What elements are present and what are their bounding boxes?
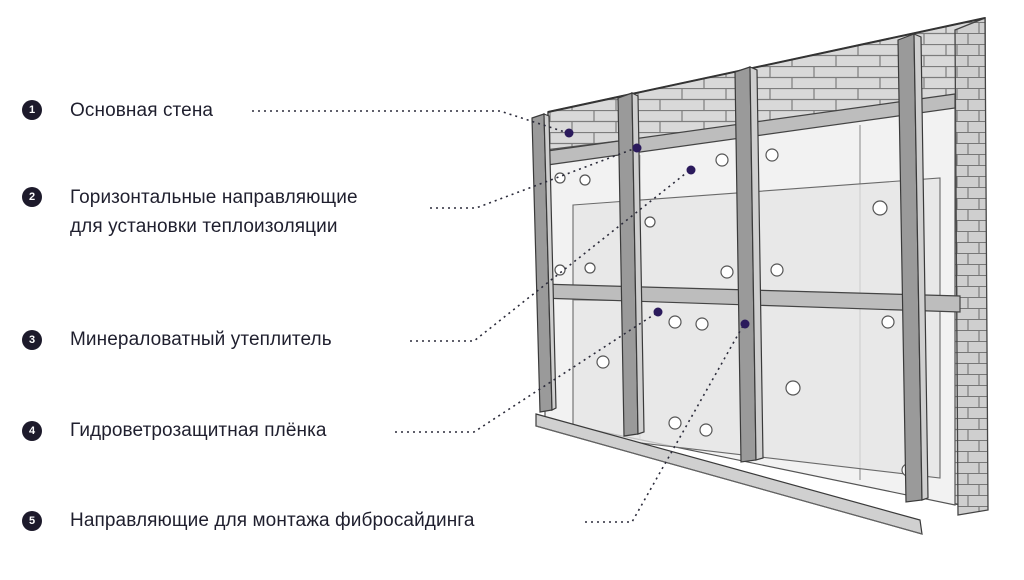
callout-badge-2: 2 (22, 187, 42, 207)
callout-label-1: Основная стена (70, 96, 213, 125)
leader-dot-5 (740, 319, 750, 329)
leader-line-5 (585, 323, 745, 523)
leader-line-1 (252, 110, 569, 134)
callout-badge-5: 5 (22, 511, 42, 531)
callout-badge-4: 4 (22, 421, 42, 441)
callout-label-4-line-1: Гидроветрозащитная плёнка (70, 420, 327, 441)
bottom-starter-strip (535, 413, 923, 535)
callout-label-4: Гидроветрозащитная плёнка (70, 416, 327, 445)
callout-badge-1: 1 (22, 100, 42, 120)
callout-badge-3: 3 (22, 330, 42, 350)
leader-dot-3 (686, 165, 696, 175)
callout-label-2: Горизонтальные направляющие для установк… (70, 183, 358, 242)
leader-dot-1 (564, 128, 574, 138)
callout-label-2-line-2: для установки теплоизоляции (70, 216, 338, 238)
callout-label-2-line-1: Горизонтальные направляющие (70, 187, 358, 208)
leader-endpoints (564, 128, 750, 329)
leader-line-4 (395, 311, 659, 433)
callout-label-5-line-1: Направляющие для монтажа фибросайдинга (70, 510, 475, 531)
callout-label-3-line-1: Минераловатный утеплитель (70, 329, 332, 350)
callout-label-1-line-1: Основная стена (70, 100, 214, 121)
callout-label-3: Минераловатный утеплитель (70, 325, 332, 354)
leader-lines (252, 110, 745, 523)
leader-dot-4 (653, 307, 663, 317)
vertical-profiles (531, 33, 929, 503)
callout-label-5: Направляющие для монтажа фибросайдинга (70, 506, 475, 535)
leader-line-3 (410, 169, 691, 342)
leader-dot-2 (632, 143, 642, 153)
